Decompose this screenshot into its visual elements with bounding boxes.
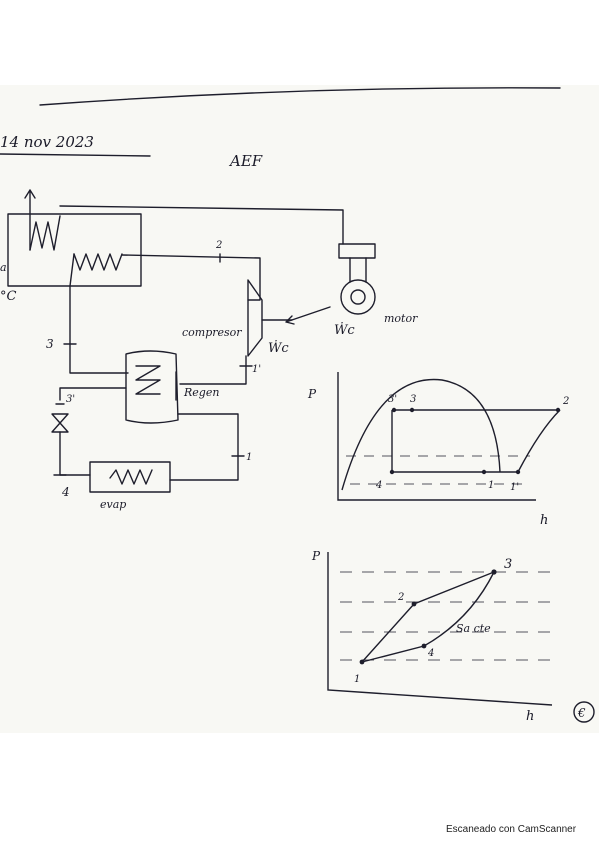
ph1-point-3prime: 3' [388, 394, 397, 405]
ph1-point-1: 1 [488, 480, 494, 491]
state-3prime: 3' [66, 394, 75, 405]
left-temp-label: °C [0, 289, 17, 304]
ph1-point-4: 4 [375, 480, 382, 491]
ph2-axes [327, 552, 553, 706]
ph2-point-4: 4 [427, 648, 434, 659]
compressor-shape [247, 279, 263, 357]
ph1-points [389, 407, 561, 475]
compressor-label: compresor [182, 326, 242, 339]
heat-out-arrow [24, 189, 36, 251]
pipe-4 [59, 431, 91, 476]
evap-label: evap [100, 498, 126, 511]
ph1-y-axis: P [307, 387, 317, 401]
state-4: 4 [61, 485, 70, 499]
evap-coil [109, 469, 153, 485]
date-underline [0, 153, 151, 157]
scanner-footer: Escaneado con CamScanner [446, 824, 577, 835]
condenser-coil-top [29, 215, 61, 251]
state-3: 3 [46, 337, 54, 351]
ph2-lower [361, 571, 495, 663]
pipe-3 [69, 253, 129, 374]
condenser-box [7, 213, 142, 287]
page-title: AEF [228, 152, 263, 170]
date-text: 14 nov 2023 [0, 133, 94, 151]
pipe-2 [121, 254, 261, 301]
ph1-point-3: 3 [410, 394, 416, 405]
evaporator-box [89, 461, 171, 493]
work-motor-label: Ẇc [334, 321, 355, 338]
ph1-compression [517, 409, 561, 473]
ph1-dashes [346, 455, 530, 485]
ph-cycle-diagram [337, 372, 561, 501]
ph2-y-axis: P [311, 549, 321, 563]
ph1-point-2: 2 [562, 396, 569, 407]
ph1-point-1prime: 1' [510, 482, 519, 493]
state-1: 1 [246, 452, 252, 463]
regen-box [125, 350, 179, 424]
ph2-x-axis: h [526, 709, 534, 724]
condenser-coil [73, 253, 123, 271]
state-1prime: 1' [252, 364, 261, 375]
pipe-1prime [179, 355, 247, 385]
page-top-line [39, 87, 561, 106]
ph2-dashes [340, 571, 560, 661]
motor-line [59, 205, 344, 245]
pipe-3prime [59, 387, 127, 401]
motor-legs [349, 257, 367, 283]
motor-circle [340, 279, 376, 315]
state-2: 2 [215, 240, 222, 251]
work-arrow [285, 306, 331, 325]
page-mark-circle [573, 701, 595, 723]
motor-label: motor [384, 312, 418, 325]
work-compressor-label: Ẇc [268, 339, 289, 356]
ph2-point-1: 1 [354, 674, 360, 685]
ph2-point-2: 2 [397, 592, 404, 603]
ph1-x-axis: h [540, 513, 548, 528]
ph1-dome [341, 378, 501, 491]
regen-coil [135, 365, 161, 395]
ph1-axes [337, 372, 536, 501]
ph2-note: Sa cte [456, 622, 491, 635]
pipe-1 [169, 413, 239, 481]
motor-top [338, 243, 376, 259]
ph2-point-3: 3 [504, 557, 512, 572]
expansion-valve [51, 413, 69, 433]
regen-label: Regen [183, 386, 219, 399]
scanned-paper [0, 85, 599, 733]
left-cut-label: a [0, 261, 7, 274]
motor-inner [350, 289, 366, 305]
ph2-points [359, 569, 497, 665]
page-mark: € [577, 706, 586, 720]
ph-scheme-diagram [327, 552, 560, 706]
